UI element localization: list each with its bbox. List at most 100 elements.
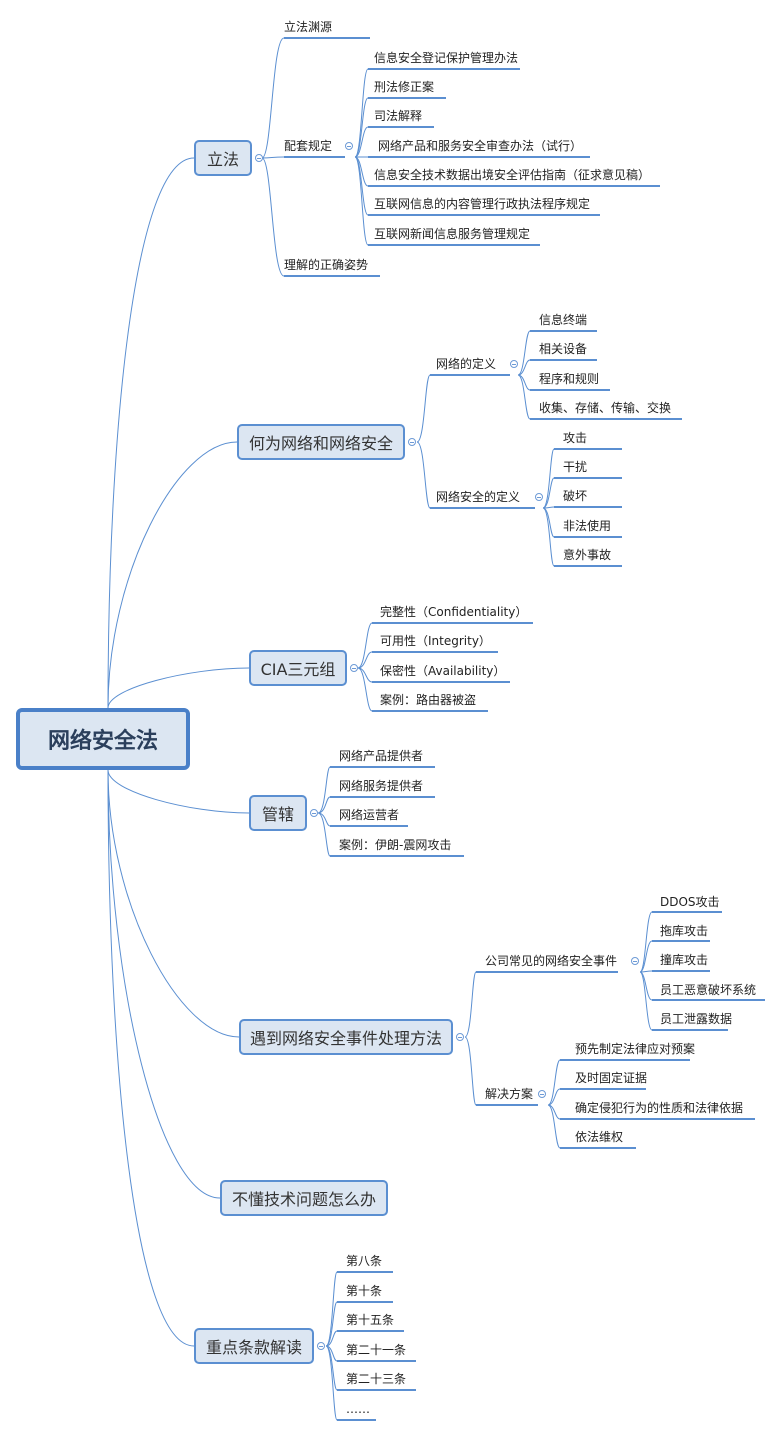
cia-connector [357, 667, 373, 712]
common-incidents-connector [639, 971, 653, 1001]
node-regulation[interactable]: 网络产品和服务安全审查办法（试行） [378, 139, 583, 153]
incident-connector [464, 971, 477, 1038]
branch-non-technical[interactable]: 不懂技术问题怎么办 [220, 1180, 388, 1216]
jurisdiction-connector [317, 796, 331, 814]
collapse-toggle-icon[interactable] [317, 1342, 325, 1350]
node-item[interactable]: 及时固定证据 [575, 1071, 648, 1085]
node-item[interactable]: 确定侵犯行为的性质和法律依据 [575, 1101, 744, 1115]
root-connector [107, 667, 250, 709]
branch-incident-handling[interactable]: 遇到网络安全事件处理方法 [239, 1019, 453, 1055]
collapse-toggle-icon[interactable] [345, 142, 353, 150]
root-connector [107, 441, 238, 709]
node-regulation[interactable]: 互联网新闻信息服务管理规定 [374, 227, 531, 241]
node-common-incidents[interactable]: 公司常见的网络安全事件 [485, 954, 618, 968]
node-regulation[interactable]: 互联网信息的内容管理行政执法程序规定 [374, 197, 591, 211]
regulations-connector [354, 156, 369, 246]
security-def-connector [542, 507, 555, 538]
node-item[interactable]: 第八条 [346, 1254, 383, 1268]
network-def-connector [517, 330, 531, 376]
root-connector [107, 157, 195, 709]
node-item[interactable]: 完整性（Confidentiality） [380, 605, 528, 619]
root-connector [107, 769, 195, 1347]
collapse-toggle-icon[interactable] [510, 360, 518, 368]
network-connector [416, 441, 431, 509]
node-item[interactable]: 可用性（Integrity） [380, 634, 491, 648]
node-item[interactable]: 案例：伊朗-震网攻击 [339, 838, 452, 852]
node-item[interactable]: 员工恶意破坏系统 [660, 983, 757, 997]
collapse-toggle-icon[interactable] [538, 1090, 546, 1098]
common-incidents-connector [639, 940, 653, 973]
node-item[interactable]: 撞库攻击 [660, 953, 709, 967]
node-item[interactable]: …… [346, 1402, 370, 1416]
node-item[interactable]: 员工泄露数据 [660, 1012, 733, 1026]
node-legislative-origin[interactable]: 立法渊源 [284, 20, 333, 34]
solutions-connector [547, 1104, 561, 1149]
node-item[interactable]: 程序和规则 [539, 372, 600, 386]
branch-network-definition[interactable]: 何为网络和网络安全 [237, 424, 405, 460]
security-def-connector [542, 507, 555, 567]
node-item[interactable]: 收集、存储、传输、交换 [539, 401, 672, 415]
root-connector [107, 769, 221, 1199]
legislation-connector [261, 157, 285, 277]
node-regulation[interactable]: 司法解释 [374, 109, 423, 123]
node-item[interactable]: 依法维权 [575, 1130, 624, 1144]
clauses-connector [325, 1345, 338, 1421]
node-item[interactable]: 干扰 [563, 460, 588, 474]
security-def-connector [542, 448, 555, 509]
node-regulation[interactable]: 刑法修正案 [374, 80, 435, 94]
node-network-def[interactable]: 网络的定义 [436, 357, 497, 371]
node-item[interactable]: 第十五条 [346, 1313, 395, 1327]
node-item[interactable]: 意外事故 [563, 548, 612, 562]
solutions-connector [547, 1088, 561, 1106]
regulations-connector [354, 126, 369, 158]
incident-connector [464, 1036, 477, 1106]
node-item[interactable]: 案例：路由器被盗 [380, 693, 477, 707]
collapse-toggle-icon[interactable] [350, 664, 358, 672]
network-def-connector [517, 374, 531, 420]
node-supporting-regulations[interactable]: 配套规定 [284, 139, 333, 153]
node-item[interactable]: 网络运营者 [339, 808, 400, 822]
cia-connector [357, 622, 373, 669]
node-item[interactable]: 保密性（Availability） [380, 664, 506, 678]
branch-key-clauses[interactable]: 重点条款解读 [194, 1328, 314, 1364]
node-item[interactable]: DDOS攻击 [660, 895, 720, 909]
node-security-def[interactable]: 网络安全的定义 [436, 490, 521, 504]
jurisdiction-connector [317, 766, 331, 814]
branch-legislation[interactable]: 立法 [194, 140, 252, 176]
branch-jurisdiction[interactable]: 管辖 [249, 795, 307, 831]
network-connector [416, 374, 431, 443]
solutions-connector [547, 1059, 561, 1106]
node-item[interactable]: 网络产品提供者 [339, 749, 424, 763]
node-item[interactable]: 破坏 [563, 489, 588, 503]
root-connector [107, 769, 240, 1038]
node-item[interactable]: 预先制定法律应对预案 [575, 1042, 696, 1056]
branch-cia-triad[interactable]: CIA三元组 [249, 650, 347, 686]
regulations-connector [354, 97, 369, 158]
jurisdiction-connector [317, 812, 331, 857]
collapse-toggle-icon[interactable] [408, 438, 416, 446]
collapse-toggle-icon[interactable] [631, 957, 639, 965]
node-item[interactable]: 攻击 [563, 431, 588, 445]
node-regulation[interactable]: 信息安全技术数据出境安全评估指南（征求意见稿） [374, 168, 651, 182]
collapse-toggle-icon[interactable] [310, 809, 318, 817]
legislation-connector [261, 37, 285, 159]
clauses-connector [325, 1301, 338, 1347]
collapse-toggle-icon[interactable] [535, 493, 543, 501]
node-item[interactable]: 非法使用 [563, 519, 612, 533]
node-item[interactable]: 拖库攻击 [660, 924, 709, 938]
root-node[interactable]: 网络安全法 [16, 708, 190, 770]
node-solutions[interactable]: 解决方案 [485, 1087, 534, 1101]
node-item[interactable]: 信息终端 [539, 313, 588, 327]
collapse-toggle-icon[interactable] [456, 1033, 464, 1041]
common-incidents-connector [639, 971, 653, 1031]
node-item[interactable]: 第二十三条 [346, 1372, 407, 1386]
node-regulation[interactable]: 信息安全登记保护管理办法 [374, 51, 519, 65]
collapse-toggle-icon[interactable] [255, 154, 263, 162]
node-correct-understanding[interactable]: 理解的正确姿势 [284, 258, 369, 272]
security-def-connector [542, 477, 555, 509]
node-item[interactable]: 第十条 [346, 1284, 383, 1298]
node-item[interactable]: 网络服务提供者 [339, 779, 424, 793]
node-item[interactable]: 相关设备 [539, 342, 588, 356]
node-item[interactable]: 第二十一条 [346, 1343, 407, 1357]
